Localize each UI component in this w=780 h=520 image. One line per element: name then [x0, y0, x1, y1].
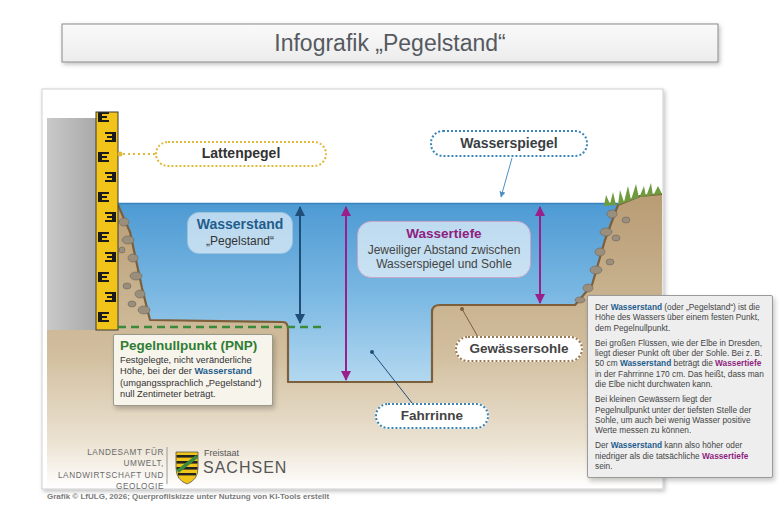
- node-text: Fahrrinne: [383, 408, 481, 425]
- node-text: Der Wasserstand (oder „Pegelstand“) ist …: [595, 302, 765, 333]
- node-text: Der Wasserstand kann also höher oder nie…: [595, 440, 765, 471]
- leader-dot: [460, 307, 464, 311]
- logo-text: SACHSEN: [203, 459, 293, 477]
- depth-arrow: [539, 207, 541, 303]
- depth-arrow: [345, 207, 347, 380]
- water-level-arrow: [299, 207, 301, 323]
- node-text: Lattenpegel: [163, 145, 319, 163]
- callout-box: Gewässersohle: [455, 336, 583, 362]
- emphasis: Wasserstand: [611, 302, 662, 312]
- credit-caption: Grafik © LfULG, 2026; Querprofilskizze u…: [47, 492, 567, 502]
- node-text: Jeweiliger Abstand zwischen Wasserspiege…: [364, 243, 524, 272]
- wall: [47, 118, 96, 330]
- node-text: „Pegelstand“: [192, 234, 288, 249]
- leader-line: [121, 153, 155, 155]
- node-text: Gewässersohle: [463, 341, 575, 358]
- emphasis: Wasserstand: [620, 358, 671, 368]
- callout-box: Lattenpegel: [155, 141, 327, 167]
- node-text: Wasserspiegel: [438, 135, 580, 153]
- leader-line: [462, 309, 478, 337]
- definition-box: Pegelnullpunkt (PNP)Festgelegte, nicht v…: [113, 334, 273, 406]
- callout-box: Wasserspiegel: [430, 130, 588, 157]
- emphasis: Wassertiefe: [715, 358, 761, 368]
- node-text: Bei großen Flüssen, wie der Elbe in Dres…: [595, 338, 765, 389]
- leader-line: [501, 158, 512, 197]
- emphasis: Wasserstand: [611, 440, 662, 450]
- logo-text: Freistaat: [204, 449, 274, 459]
- node-heading: Pegelnullpunkt (PNP): [120, 338, 266, 355]
- label-box: WassertiefeJeweiliger Abstand zwischen W…: [357, 221, 531, 278]
- node-text: Bei kleinen Gewässern liegt der Pegelnul…: [595, 394, 765, 435]
- leader-line: [372, 352, 412, 403]
- title-text: Infografik „Pegelstand“: [62, 24, 718, 62]
- water-surface: [118, 203, 620, 205]
- leader-dot: [370, 350, 374, 354]
- grass: [604, 183, 662, 206]
- institution-name: LANDESAMT FÜR UMWELT, LANDWIRTSCHAFT UND…: [46, 447, 164, 493]
- node-heading: Wassertiefe: [364, 226, 524, 243]
- zero-line: [118, 326, 322, 329]
- staff-gauge: [96, 112, 118, 330]
- logo-divider: [167, 447, 168, 484]
- leader-dot: [118, 152, 123, 157]
- emphasis: Wasserstand: [194, 366, 252, 376]
- callout-box: Fahrrinne: [375, 403, 489, 429]
- node-text: Festgelegte, nicht veränderliche Höhe, b…: [120, 355, 266, 400]
- title-frame: [62, 24, 718, 62]
- emphasis: Wassertiefe: [702, 451, 748, 461]
- label-box: Wasserstand„Pegelstand“: [187, 212, 293, 254]
- info-panel: Der Wasserstand (oder „Pegelstand“) ist …: [587, 295, 773, 478]
- node-heading: Wasserstand: [192, 216, 288, 234]
- ground: [47, 194, 662, 488]
- coat-of-arms: [176, 452, 198, 484]
- picture-frame: [42, 89, 663, 489]
- bank-stones: [119, 210, 630, 314]
